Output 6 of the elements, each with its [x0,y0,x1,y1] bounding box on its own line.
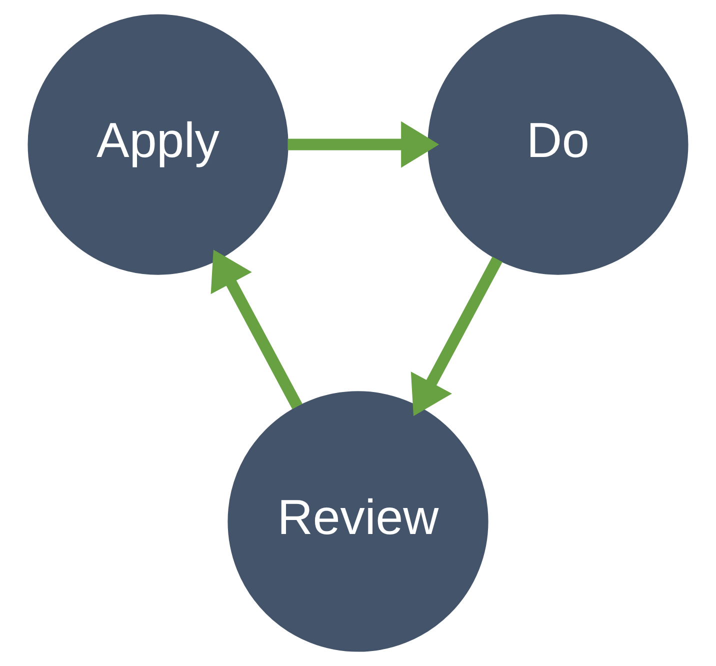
node-circle: Review [228,391,488,652]
arrow [210,250,302,410]
arrow [410,256,502,416]
node-circle: Do [428,14,688,275]
node-circle: Apply [28,14,288,275]
arrow [288,121,440,168]
